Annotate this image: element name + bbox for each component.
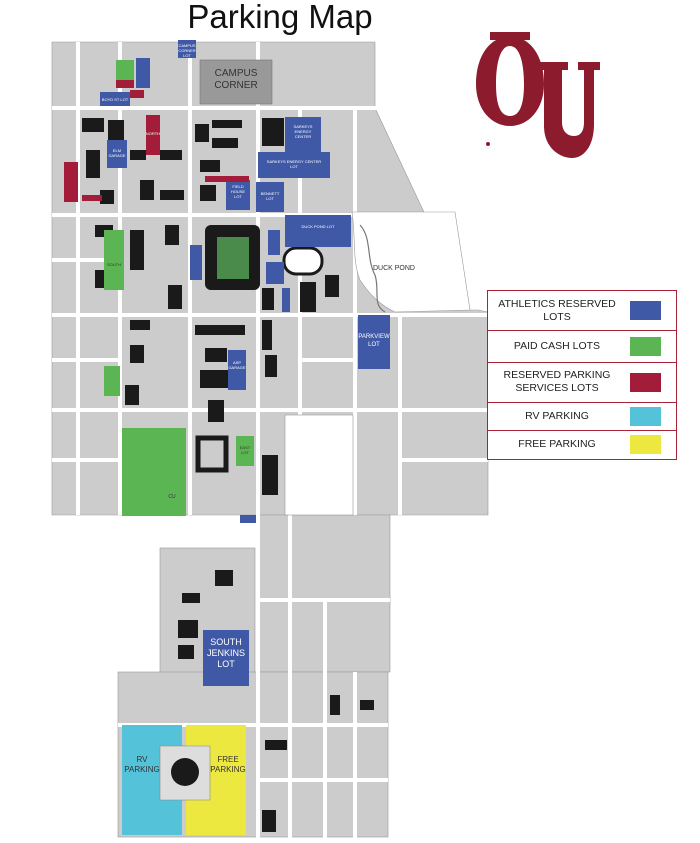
sarkeys-center-lot[interactable] [285,117,321,153]
field-house-lot[interactable] [226,180,250,210]
paid-lot-north[interactable] [116,60,134,82]
reserved-lot-north-b[interactable] [130,90,144,98]
reserved-lot-center[interactable] [205,176,249,182]
track-stadium [282,246,324,276]
stadium [205,225,260,290]
open-field [284,414,354,516]
legend-label: FREE PARKING [518,438,596,450]
duck-pond-area [351,211,471,313]
reserved-lot-west-small[interactable] [82,195,102,201]
reserved-parking-lots [64,80,249,202]
paid-cash-lots [104,60,254,516]
paid-lot-small[interactable] [178,448,186,466]
north-lot-label: NORTH [146,131,160,136]
cu-lot-label: CU [168,494,176,500]
boyd-st-lot[interactable] [100,92,130,106]
duck-pond-lot-label: DUCK POND LOT [302,224,335,229]
bennett-lot[interactable] [256,182,284,212]
legend-swatch-rv [630,407,661,426]
duck-pond-label: DUCK POND [373,265,415,272]
athletics-lot-track[interactable] [268,230,280,255]
legend-label: RV PARKING [525,410,589,422]
athletics-reserved-lots [100,40,390,686]
reserved-lot-north-a[interactable] [116,80,134,88]
legend-item-free: FREE PARKING [488,431,676,459]
sarkeys-energy-center-lot[interactable] [258,152,330,178]
parkview-lot[interactable] [358,315,390,369]
campus-corner-district [199,59,273,105]
legend-item-paid-cash: PAID CASH LOTS [488,331,676,363]
legend-swatch-athletics [630,301,661,320]
east-lot[interactable] [236,436,254,466]
campus-buildings [82,118,374,832]
east-complex [195,435,229,473]
legend-item-rv: RV PARKING [488,403,676,431]
south-lot-label: SOUTH [107,262,121,267]
boyd-st-lot-label: BOYD ST LOT [102,97,129,102]
cu-lot[interactable] [122,428,186,516]
paid-lot-west-south[interactable] [104,366,120,396]
south-jenkins-lot[interactable] [203,630,249,686]
page-title: Parking Map [187,0,373,35]
athletics-lot-east[interactable] [266,262,284,284]
legend-label: PAID CASH LOTS [513,340,601,352]
athletics-lot-small[interactable] [282,288,290,312]
athletics-lot-south[interactable] [240,515,256,523]
elm-garage[interactable] [107,140,127,168]
athletics-lot-west[interactable] [190,245,202,280]
ou-logo-icon [476,32,600,158]
legend-swatch-free [630,435,661,454]
paid-lot-west[interactable] [104,230,124,290]
campus-corner-lot[interactable] [178,40,196,58]
legend-swatch-reserved [630,373,661,392]
reserved-lot-west[interactable] [64,162,78,202]
duck-pond [359,224,386,313]
athletics-lot-center[interactable] [228,350,246,390]
duck-pond-lot[interactable] [285,215,351,247]
north-lot[interactable] [146,115,160,155]
legend-swatch-paid-cash [630,337,661,356]
campus-corner-lot-east[interactable] [136,58,150,88]
arena-dome [171,758,199,786]
